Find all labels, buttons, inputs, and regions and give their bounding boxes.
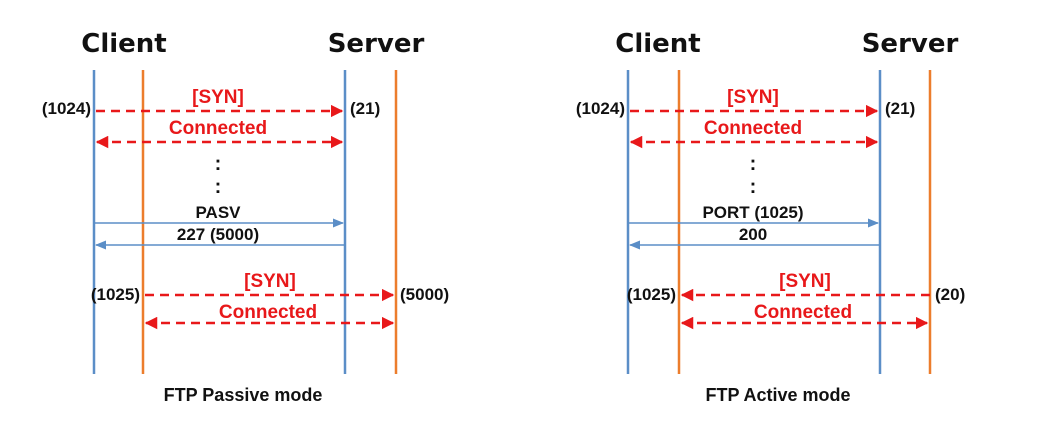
active-ellipsis-2: : [750,176,757,198]
active-port-client-data: (1025) [627,285,676,304]
passive-syn2-label: [SYN] [244,271,296,292]
passive-connected1-label: Connected [169,118,267,139]
passive-connected2-label: Connected [219,302,317,323]
active-server-title: Server [862,29,959,59]
passive-port-client-data: (1025) [91,285,140,304]
passive-ellipsis-2: : [215,176,222,198]
passive-caption: FTP Passive mode [164,385,323,405]
active-command-label: PORT (1025) [702,203,803,222]
passive-syn1-label: [SYN] [192,87,244,108]
active-client-title: Client [615,29,700,59]
active-mode-diagram: Client Server (1024) (21) [SYN] Connecte… [576,29,965,405]
active-port-server-control: (21) [885,99,915,118]
passive-server-title: Server [328,29,425,59]
active-connected2-label: Connected [754,302,852,323]
passive-mode-diagram: Client Server (1024) (21) [SYN] Connecte… [42,29,449,405]
active-port-server-data: (20) [935,285,965,304]
passive-client-title: Client [81,29,166,59]
passive-reply-label: 227 (5000) [177,225,259,244]
active-reply-label: 200 [739,225,767,244]
active-syn2-label: [SYN] [779,271,831,292]
active-ellipsis-1: : [750,153,757,175]
passive-port-server-control: (21) [350,99,380,118]
active-connected1-label: Connected [704,118,802,139]
active-port-client-control: (1024) [576,99,625,118]
active-syn1-label: [SYN] [727,87,779,108]
passive-port-server-data: (5000) [400,285,449,304]
active-caption: FTP Active mode [705,385,850,405]
passive-ellipsis-1: : [215,153,222,175]
passive-port-client-control: (1024) [42,99,91,118]
passive-command-label: PASV [195,203,241,222]
